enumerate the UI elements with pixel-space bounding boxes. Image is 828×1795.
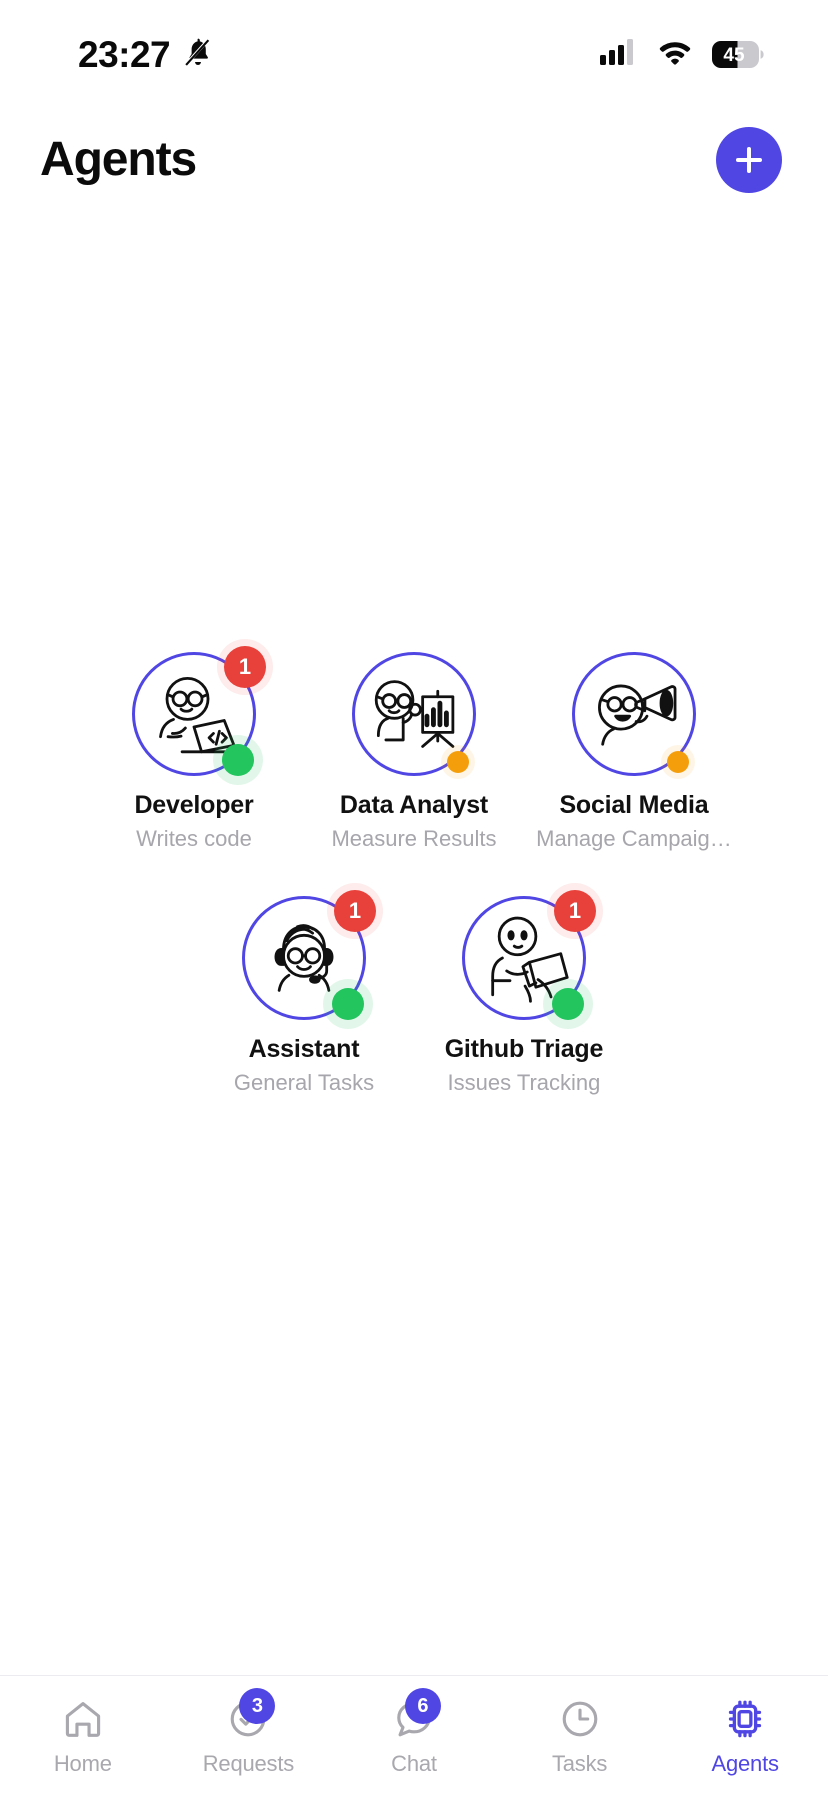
notification-badge: 1: [333, 889, 376, 932]
avatar: 1: [131, 645, 266, 776]
clock-icon: [555, 1694, 605, 1744]
agent-card-social-media[interactable]: Social Media Manage Campaig…: [524, 651, 744, 854]
svg-text:45: 45: [723, 45, 745, 66]
tab-badge: 3: [239, 1688, 276, 1724]
tab-agents[interactable]: Agents: [662, 1694, 828, 1777]
agent-description: Measure Results: [331, 825, 497, 851]
status-bar: 23:27: [0, 0, 828, 108]
tab-tasks[interactable]: Tasks: [497, 1694, 663, 1777]
status-indicator-online: [331, 987, 364, 1020]
bell-muted-icon: [181, 35, 215, 74]
status-bar-clock: 23:27: [78, 33, 171, 75]
agent-name: Data Analyst: [339, 790, 489, 819]
tab-label: Tasks: [551, 1751, 608, 1776]
status-indicator-busy: [446, 750, 469, 773]
check-circle-icon: 3: [223, 1688, 276, 1744]
status-indicator-online: [221, 743, 254, 776]
avatar: 1: [461, 889, 596, 1020]
plus-icon: [736, 147, 762, 173]
tab-label: Requests: [202, 1751, 295, 1776]
agent-card-github-triage[interactable]: 1 Github Triage Issues Tracking: [414, 889, 634, 1098]
wifi-icon: [657, 39, 693, 70]
avatar: [351, 651, 476, 776]
agent-description: Manage Campaig…: [536, 825, 732, 851]
home-icon: [58, 1694, 108, 1744]
agent-name: Github Triage: [444, 1034, 604, 1063]
cpu-chip-icon: [720, 1694, 770, 1744]
battery-icon: 45: [712, 40, 764, 68]
tab-home[interactable]: Home: [0, 1694, 166, 1777]
agents-grid: 1 Developer Writes code: [84, 645, 744, 1140]
agent-description: General Tasks: [233, 1069, 375, 1095]
bottom-tab-bar: Home 3 Requests 6 Chat: [0, 1675, 828, 1795]
status-bar-left: 23:27: [78, 35, 215, 74]
status-indicator-online: [551, 987, 584, 1020]
tab-chat[interactable]: 6 Chat: [331, 1688, 497, 1777]
tab-label: Home: [53, 1751, 112, 1776]
avatar: 1: [241, 889, 376, 1020]
agent-name: Assistant: [248, 1034, 360, 1063]
tab-badge: 6: [404, 1688, 441, 1724]
agent-card-data-analyst[interactable]: Data Analyst Measure Results: [304, 651, 524, 854]
cellular-signal-icon: [600, 38, 638, 70]
agent-name: Developer: [134, 790, 254, 819]
agent-description: Writes code: [136, 825, 252, 851]
tab-requests[interactable]: 3 Requests: [166, 1688, 332, 1777]
tab-label: Agents: [711, 1751, 779, 1776]
notification-badge: 1: [553, 889, 596, 932]
page-header: Agents: [0, 108, 828, 212]
agent-description: Issues Tracking: [447, 1069, 601, 1095]
avatar: [571, 651, 696, 776]
page-title: Agents: [40, 133, 197, 186]
notification-badge: 1: [223, 645, 266, 688]
agent-card-assistant[interactable]: 1 Assistant General Tasks: [194, 889, 414, 1098]
add-agent-button[interactable]: [716, 127, 782, 193]
status-bar-right: 45: [600, 38, 764, 70]
agent-name: Social Media: [559, 790, 709, 819]
chat-bubble-icon: 6: [389, 1688, 441, 1744]
agent-card-developer[interactable]: 1 Developer Writes code: [84, 645, 304, 854]
status-indicator-busy: [666, 750, 689, 773]
grid-spacer-right: [634, 896, 744, 1140]
grid-spacer-left: [84, 896, 194, 1140]
tab-label: Chat: [391, 1751, 437, 1776]
agents-content: 1 Developer Writes code: [0, 212, 828, 1675]
